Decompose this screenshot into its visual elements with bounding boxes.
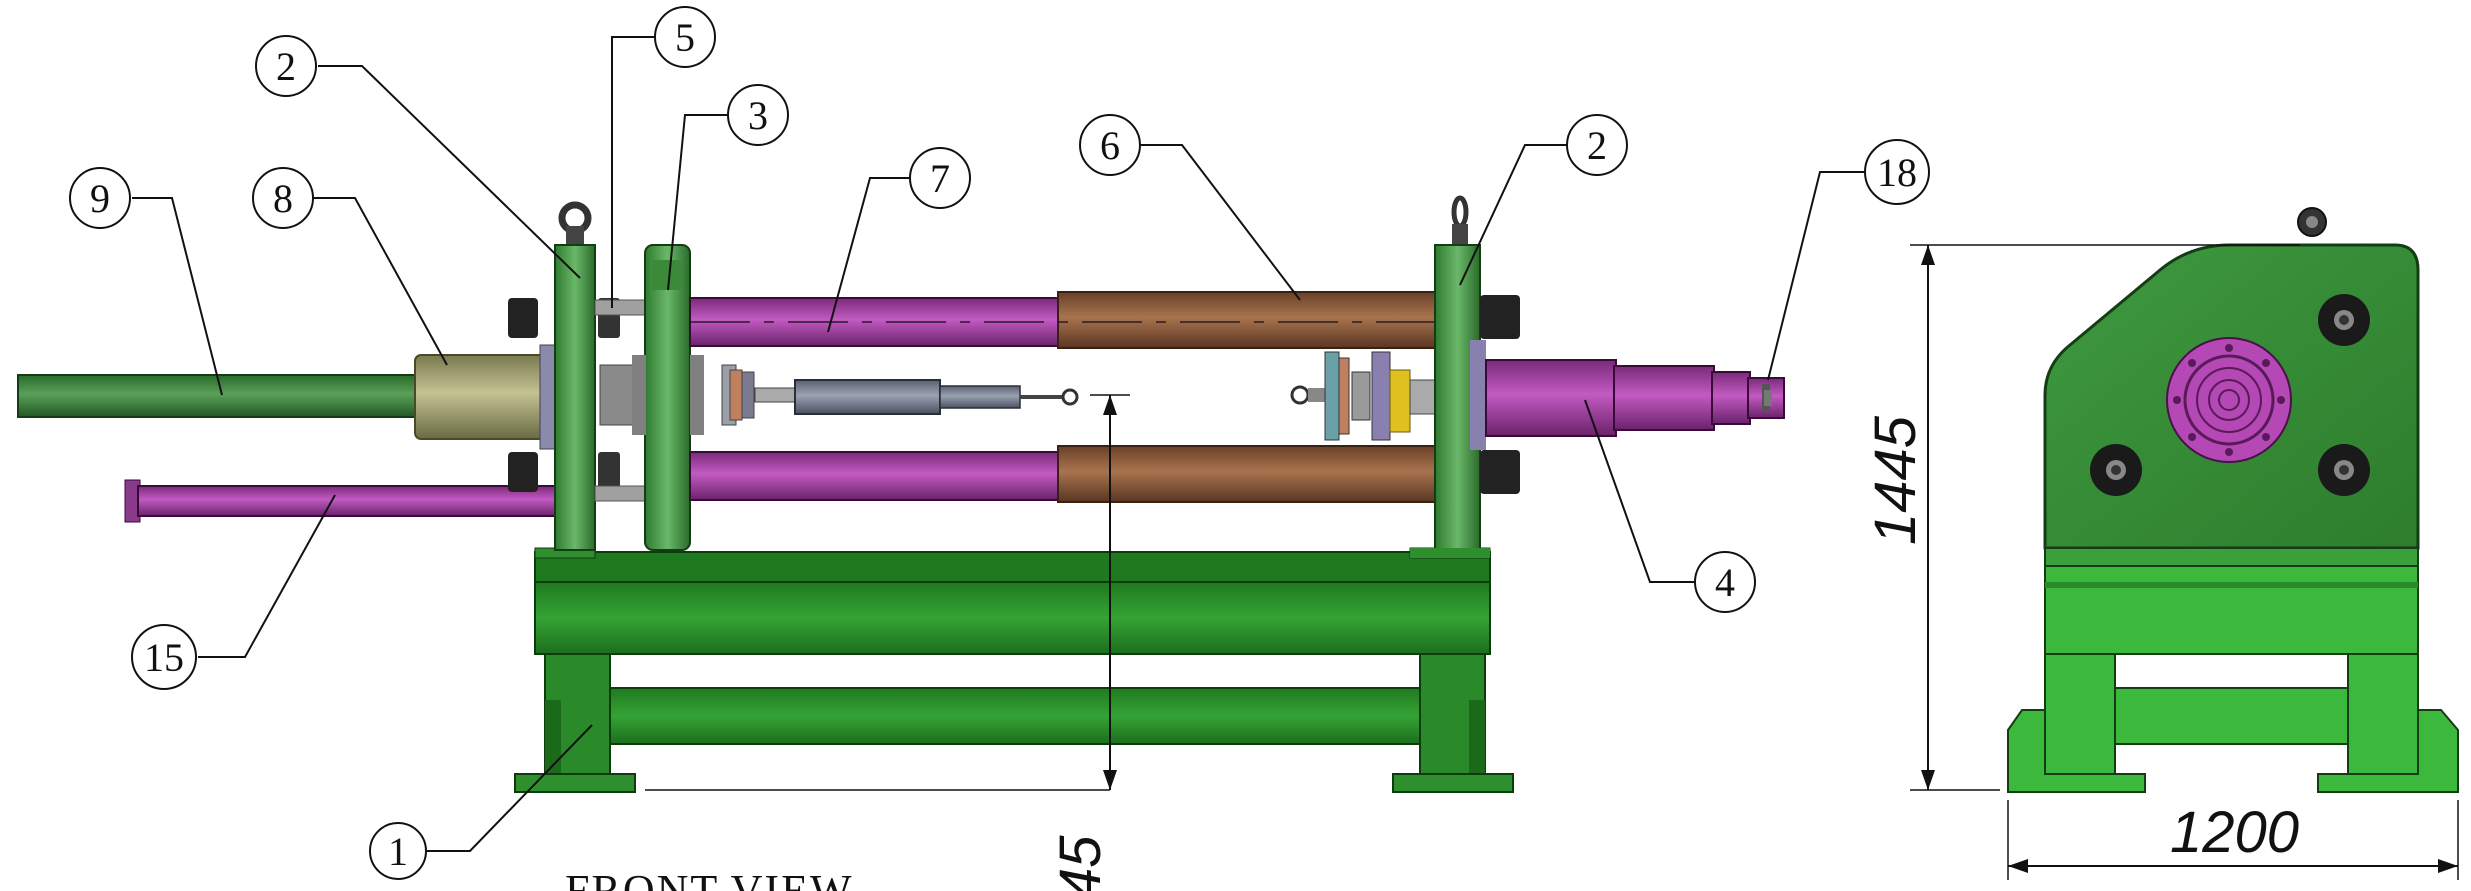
side-body [2007,207,2459,793]
svg-text:7: 7 [930,156,950,201]
side-bolts [2090,294,2370,496]
side-width-label: 1200 [2170,800,2299,865]
balloon-1: 1 [369,822,427,880]
lower-purple-rod [124,479,559,523]
left-rod-assembly [17,344,559,450]
svg-text:2: 2 [276,44,296,89]
svg-text:2: 2 [1587,123,1607,168]
leader-lines [132,36,1865,852]
right-shaft [1485,359,1785,437]
balloon-3: 3 [727,84,789,146]
svg-text:15: 15 [144,635,184,680]
right-end-plate [1410,195,1520,558]
svg-text:6: 6 [1100,123,1120,168]
balloons: 9 8 2 5 3 7 6 2 [69,6,1930,880]
side-view: 1445 1200 [1863,207,2459,880]
svg-text:4: 4 [1715,560,1735,605]
svg-text:18: 18 [1877,150,1917,195]
base-frame [514,547,1514,793]
balloon-8: 8 [252,167,314,229]
balloon-4: 4 [1694,551,1756,613]
side-width-dimension: 1200 [2007,800,2459,880]
front-dimension: 45 [645,394,1130,891]
tie-rods [689,291,1440,503]
svg-text:9: 9 [90,176,110,221]
right-clamp [1290,351,1436,441]
side-center-flange [2166,337,2292,463]
svg-text:8: 8 [273,176,293,221]
side-height-label: 1445 [1863,415,1928,545]
balloon-2-left: 2 [255,35,317,97]
front-view: 45 FRONT VIEW [17,195,1785,891]
balloon-9: 9 [69,167,131,229]
svg-text:5: 5 [675,15,695,60]
front-view-caption: FRONT VIEW [565,866,854,891]
front-dimension-label: 45 [1048,835,1113,891]
balloon-5: 5 [654,6,716,68]
balloon-7: 7 [909,147,971,209]
svg-text:3: 3 [748,93,768,138]
side-height-dimension: 1445 [1863,244,2300,791]
balloon-15: 15 [131,624,197,690]
svg-text:1: 1 [388,829,408,874]
balloon-2-right: 2 [1566,114,1628,176]
balloon-6: 6 [1079,114,1141,176]
left-flange [632,244,704,551]
inner-specimen [721,364,1079,426]
balloon-18: 18 [1864,139,1930,205]
